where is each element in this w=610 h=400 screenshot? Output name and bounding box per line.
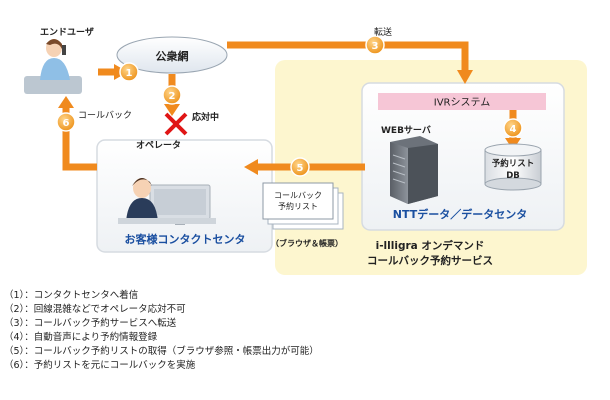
- arrow-3: [227, 41, 469, 70]
- legend-item: （4）：自動音声により予約情報登録: [4, 332, 158, 343]
- ivr-bar: [378, 93, 546, 110]
- legend-item: （5）：コールバック予約リストの取得（ブラウザ参照・帳票出力が可能）: [4, 346, 319, 357]
- steps-legend: （1）：コンタクトセンタへ着信 （2）：回線混雑などでオペレータ応対不可 （3）…: [4, 289, 319, 373]
- contact-center-label: お客様コンタクトセンタ: [125, 232, 246, 246]
- public-network-oval: [116, 36, 228, 74]
- db-label-1: 予約リスト: [492, 158, 535, 169]
- arrow-2-head: [164, 104, 180, 116]
- service-name-2: コールバック予約サービス: [367, 254, 493, 267]
- callback-label: コールバック: [78, 110, 132, 121]
- callback-list-label-2: 予約リスト: [278, 201, 318, 211]
- database-icon: [484, 143, 542, 191]
- step-2-badge: 2: [162, 85, 182, 105]
- end-user-figure-icon: [24, 39, 82, 94]
- public-network-label: 公衆網: [156, 49, 189, 63]
- svg-text:3: 3: [372, 41, 379, 52]
- svg-text:4: 4: [510, 124, 517, 135]
- legend-item: （3）：コールバック予約サービスへ転送: [4, 318, 177, 329]
- svg-text:6: 6: [63, 118, 70, 129]
- end-user-label: エンドユーザ: [40, 27, 94, 38]
- db-label-2: DB: [506, 171, 520, 181]
- step-1-badge: 1: [119, 62, 139, 82]
- ivr-label: IVRシステム: [434, 97, 490, 109]
- step-6-badge: 6: [56, 112, 76, 132]
- svg-text:1: 1: [126, 68, 133, 79]
- arrow-3-head: [457, 70, 473, 84]
- svg-text:5: 5: [297, 163, 304, 174]
- operator-label: オペレータ: [136, 139, 181, 151]
- service-name-1: i-llligra オンデマンド: [376, 239, 485, 252]
- step-5-badge: 5: [290, 157, 310, 177]
- busy-cross-icon: [164, 112, 188, 136]
- svg-text:2: 2: [169, 91, 176, 102]
- callback-list-papers-icon: [262, 182, 344, 230]
- operator-figure-icon: [118, 178, 216, 225]
- step-4-badge: 4: [503, 118, 523, 138]
- legend-item: （6）：予約リストを元にコールバックを実施: [4, 360, 196, 371]
- step-3-badge: 3: [365, 35, 385, 55]
- web-server-label: WEBサーバ: [381, 125, 431, 136]
- busy-label: 応対中: [192, 111, 219, 123]
- arrow-5-head: [244, 159, 258, 175]
- legend-item: （1）：コンタクトセンタへ着信: [4, 290, 139, 301]
- callback-list-label-1: コールバック: [274, 191, 322, 200]
- arrow-6-head: [58, 96, 74, 108]
- transfer-label: 転送: [374, 26, 392, 38]
- legend-item: （2）：回線混雑などでオペレータ応対不可: [4, 304, 186, 315]
- web-server-icon: [390, 136, 438, 204]
- ntt-label: NTTデータ／データセンタ: [393, 207, 527, 221]
- browser-forms-label: （ブラウザ＆帳票）: [271, 238, 343, 248]
